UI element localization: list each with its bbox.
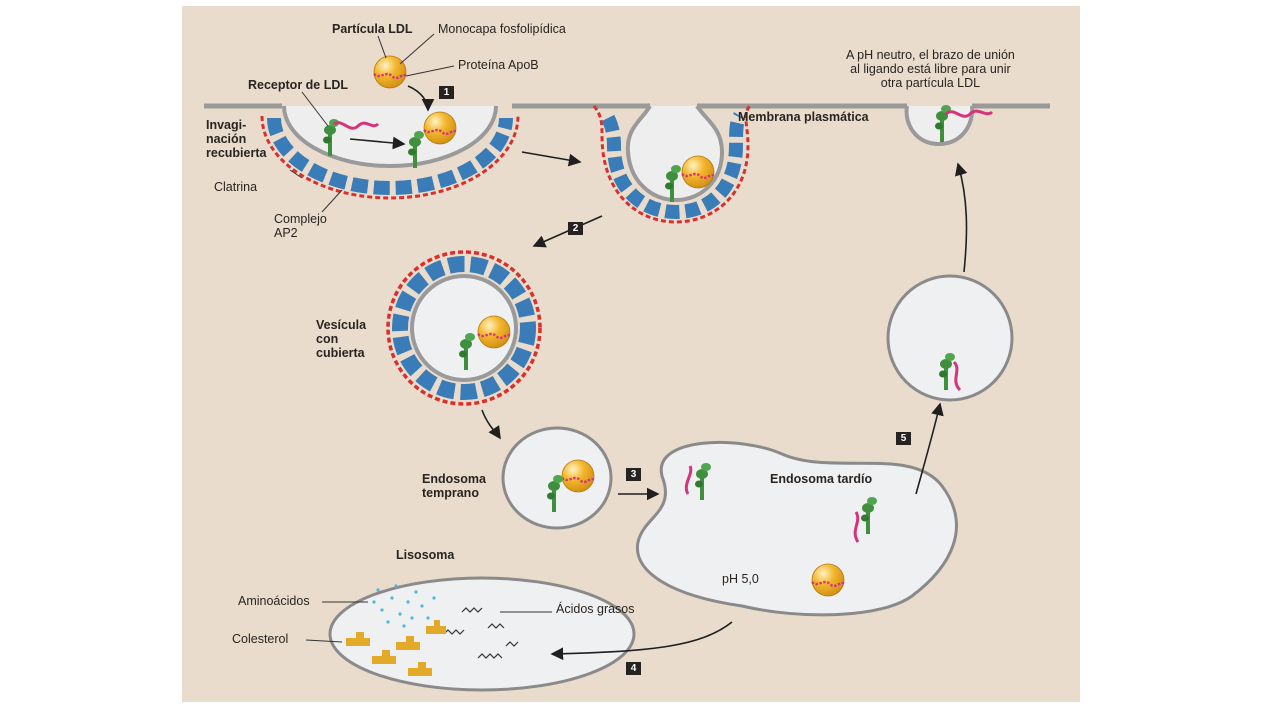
label-late-endosome: Endosoma tardío — [770, 472, 873, 486]
label-coated-vesicle: Vesícula con cubierta — [316, 318, 367, 360]
recycling-vesicle — [886, 274, 1014, 402]
ldl-endocytosis-figure: Partícula LDL Monocapa fosfolipídica Pro… — [182, 6, 1080, 702]
budding-vesicle — [592, 104, 752, 224]
label-ap2-complex: Complejo AP2 — [274, 212, 327, 240]
ldl-particle — [372, 54, 408, 90]
label-cholesterol: Colesterol — [232, 632, 289, 646]
label-ldl-particle: Partícula LDL — [332, 22, 413, 36]
ligand-arm-late-a — [684, 465, 693, 495]
arrow-to-surface — [955, 162, 968, 273]
label-plasma-membrane: Membrana plasmática — [738, 110, 869, 124]
arrow-to-budding — [521, 151, 582, 167]
label-lysosome: Lisosoma — [396, 548, 455, 562]
arrow-step-4 — [550, 621, 733, 661]
label-fatty-acids: Ácidos grasos — [556, 602, 635, 616]
amino-acid-dots — [372, 584, 436, 628]
leader-cholesterol — [305, 639, 343, 643]
arrow-to-early-endosome — [481, 409, 501, 440]
ligand-arm-recycling — [952, 360, 962, 392]
ldl-particle-budding — [680, 154, 716, 190]
ligand-arm-free — [944, 109, 994, 118]
ldl-particle-bound — [422, 110, 458, 146]
label-ldl-receptor: Receptor de LDL — [248, 78, 349, 92]
label-early-endosome: Endosoma temprano — [422, 472, 486, 500]
receptor-ligand-arm — [333, 121, 380, 130]
late-endosome — [635, 441, 958, 617]
step-marker-5: 5 — [896, 432, 911, 445]
coated-vesicle — [386, 250, 542, 406]
label-amino-acids: Aminoácidos — [238, 594, 310, 608]
ldl-particle-early — [560, 458, 596, 494]
step-marker-1: 1 — [439, 86, 454, 99]
step-marker-4: 4 — [626, 662, 641, 675]
ldl-particle-coated — [476, 314, 512, 350]
leader-apob — [405, 65, 455, 77]
label-clathrin: Clatrina — [214, 180, 258, 194]
arrow-binding — [349, 136, 406, 150]
step-marker-3: 3 — [626, 468, 641, 481]
label-neutral-ph-note: A pH neutro, el brazo de unión al ligand… — [846, 48, 1015, 90]
fatty-acid-chains — [443, 607, 519, 659]
label-ph-value: pH 5,0 — [722, 572, 759, 586]
label-phospholipid-monolayer: Monocapa fosfolipídica — [438, 22, 566, 36]
ligand-arm-late-b — [853, 511, 860, 543]
leader-receptor — [301, 91, 329, 127]
ldl-particle-late — [810, 562, 846, 598]
arrow-step-1 — [407, 85, 435, 112]
cholesterol-molecules — [346, 620, 446, 676]
leader-ldl — [377, 35, 387, 59]
step-marker-2: 2 — [568, 222, 583, 235]
diagram-canvas — [204, 33, 1050, 692]
arrow-step-5 — [915, 402, 944, 495]
lysosome — [328, 576, 636, 692]
label-coated-pit: Invagi- nación recubierta — [206, 118, 267, 160]
plasma-membrane — [204, 103, 1050, 109]
leader-clathrin — [289, 169, 303, 179]
leader-ap2 — [321, 189, 343, 213]
label-apob-protein: Proteína ApoB — [458, 58, 539, 72]
leader-monolayer — [399, 33, 435, 65]
